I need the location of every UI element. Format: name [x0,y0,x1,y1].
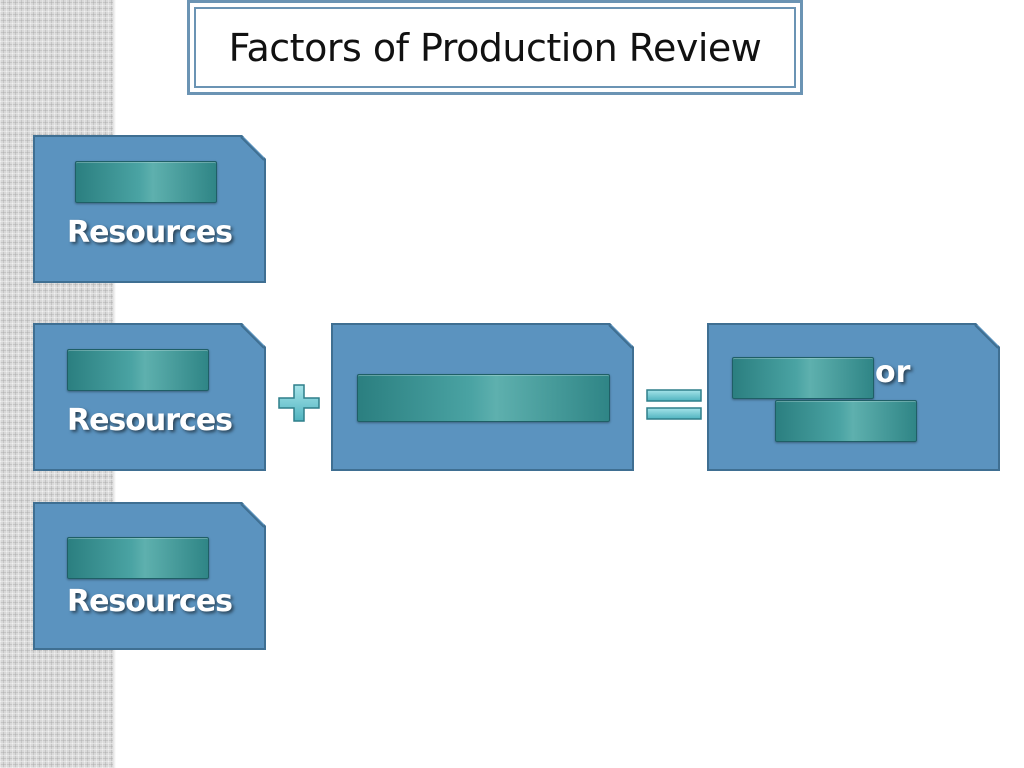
or-connector-label: or [875,355,911,390]
resources-card-3: Resources [33,502,266,650]
result-card: or [707,323,1000,471]
hidden-answer-cover[interactable] [357,374,610,422]
resources-card-1: Resources [33,135,266,283]
card-corner-fold [231,503,265,537]
middle-card [331,323,634,471]
resources-card-2: Resources [33,323,266,471]
hidden-answer-cover[interactable] [75,161,217,203]
hidden-answer-cover[interactable] [67,349,209,391]
hidden-answer-cover[interactable] [67,537,209,579]
page-title: Factors of Production Review [228,25,762,70]
card-label: Resources [66,403,233,438]
card-label: Resources [66,215,233,250]
card-corner-fold [599,324,633,358]
plus-icon [278,384,320,422]
card-corner-fold [231,324,265,358]
card-label: Resources [66,584,233,619]
hidden-answer-cover[interactable] [775,400,917,442]
equals-icon [646,389,702,420]
card-corner-fold [965,324,999,358]
card-corner-fold [231,136,265,170]
title-box: Factors of Production Review [187,0,803,95]
hidden-answer-cover[interactable] [732,357,874,399]
